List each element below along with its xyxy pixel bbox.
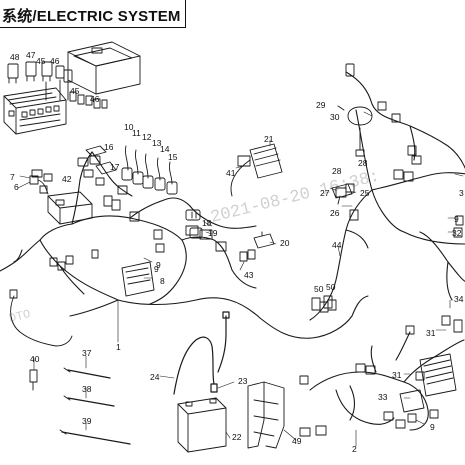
callout-37: 37: [82, 348, 92, 358]
callout-46a: 46: [50, 56, 60, 66]
right-connectors: [319, 63, 464, 333]
battery: [177, 397, 227, 453]
callout-42: 42: [62, 174, 72, 184]
clip-40: [29, 369, 38, 391]
callout-11: 11: [132, 128, 141, 138]
callout-45b: 45: [70, 86, 80, 96]
callout-20: 20: [280, 238, 290, 248]
callout-49: 49: [292, 436, 302, 446]
callout-48: 48: [10, 52, 20, 62]
callout-19: 19: [208, 228, 218, 238]
callout-18: 18: [202, 218, 212, 228]
callout-31a: 31: [426, 328, 436, 338]
voltage-regulator: [230, 143, 283, 197]
connector-6-7: [29, 175, 49, 195]
harness-connectors: [31, 155, 227, 271]
callout-34: 34: [454, 294, 464, 304]
junction-box: [47, 191, 93, 225]
battery-cable-24: [173, 311, 230, 395]
callout-labels: 1 2 3 34 25 28 27 26 28 29 30 9 32 31 31…: [10, 50, 464, 454]
callout-50a: 50: [314, 284, 324, 294]
connector-18-19: [185, 209, 203, 239]
callout-40: 40: [30, 354, 40, 364]
callout-12: 12: [142, 132, 152, 142]
relay-20: [253, 231, 275, 249]
callout-28-top: 28: [332, 166, 342, 176]
callout-27: 27: [320, 188, 330, 198]
callout-3: 3: [459, 188, 464, 198]
callout-2: 2: [352, 444, 357, 454]
callout-9a: 9: [154, 264, 159, 274]
callout-44: 44: [332, 240, 342, 250]
rear-wire-harness: [309, 71, 465, 321]
sensor-43: [239, 249, 256, 262]
callout-8: 8: [160, 276, 165, 286]
callout-31b: 31: [392, 370, 402, 380]
callout-16: 16: [104, 142, 114, 152]
callout-38: 38: [82, 384, 92, 394]
relay-set: [7, 61, 108, 109]
leader-lines: [17, 111, 464, 447]
cable-left-loop: [9, 289, 73, 347]
callout-50b: 50: [326, 282, 336, 292]
page-title: 系统/ELECTRIC SYSTEM: [2, 8, 181, 25]
ecu-module: [399, 353, 457, 413]
lower-connectors: [299, 325, 439, 437]
callout-24: 24: [150, 372, 160, 382]
lower-harness: [309, 331, 465, 431]
callout-15: 15: [168, 152, 178, 162]
title-box: 系统/ELECTRIC SYSTEM: [0, 0, 186, 28]
callout-9d: 9: [454, 214, 459, 224]
callout-23: 23: [238, 376, 248, 386]
callout-6: 6: [14, 182, 19, 192]
callout-9b: 9: [156, 260, 161, 270]
callout-32: 32: [452, 228, 462, 238]
callout-22: 22: [232, 432, 242, 442]
callout-45a: 45: [36, 56, 46, 66]
callout-30: 30: [330, 112, 340, 122]
sensor-row: [85, 145, 178, 195]
control-module: [121, 261, 155, 297]
callout-13: 13: [152, 138, 162, 148]
callout-21: 21: [264, 134, 274, 144]
bracket-26-27: [331, 183, 353, 205]
callout-26: 26: [330, 208, 340, 218]
callout-47: 47: [26, 50, 36, 60]
callout-10: 10: [124, 122, 134, 132]
callout-17: 17: [110, 162, 120, 172]
callout-33: 33: [378, 392, 388, 402]
connector-50: [311, 295, 333, 311]
callout-9c: 9: [430, 422, 435, 432]
watermark-left: DTO: [8, 307, 32, 326]
callout-25: 25: [360, 188, 370, 198]
callout-46b: 46: [90, 94, 100, 104]
battery-strap-49: [247, 381, 285, 449]
callout-43: 43: [244, 270, 254, 280]
callout-29: 29: [316, 100, 326, 110]
fuse-box: [3, 87, 67, 135]
callout-1: 1: [116, 342, 121, 352]
callout-39: 39: [82, 416, 92, 426]
callout-28: 28: [358, 158, 368, 168]
cable-ties: [59, 367, 131, 445]
callout-7: 7: [10, 172, 15, 182]
callout-14: 14: [160, 144, 170, 154]
callout-41: 41: [226, 168, 236, 178]
